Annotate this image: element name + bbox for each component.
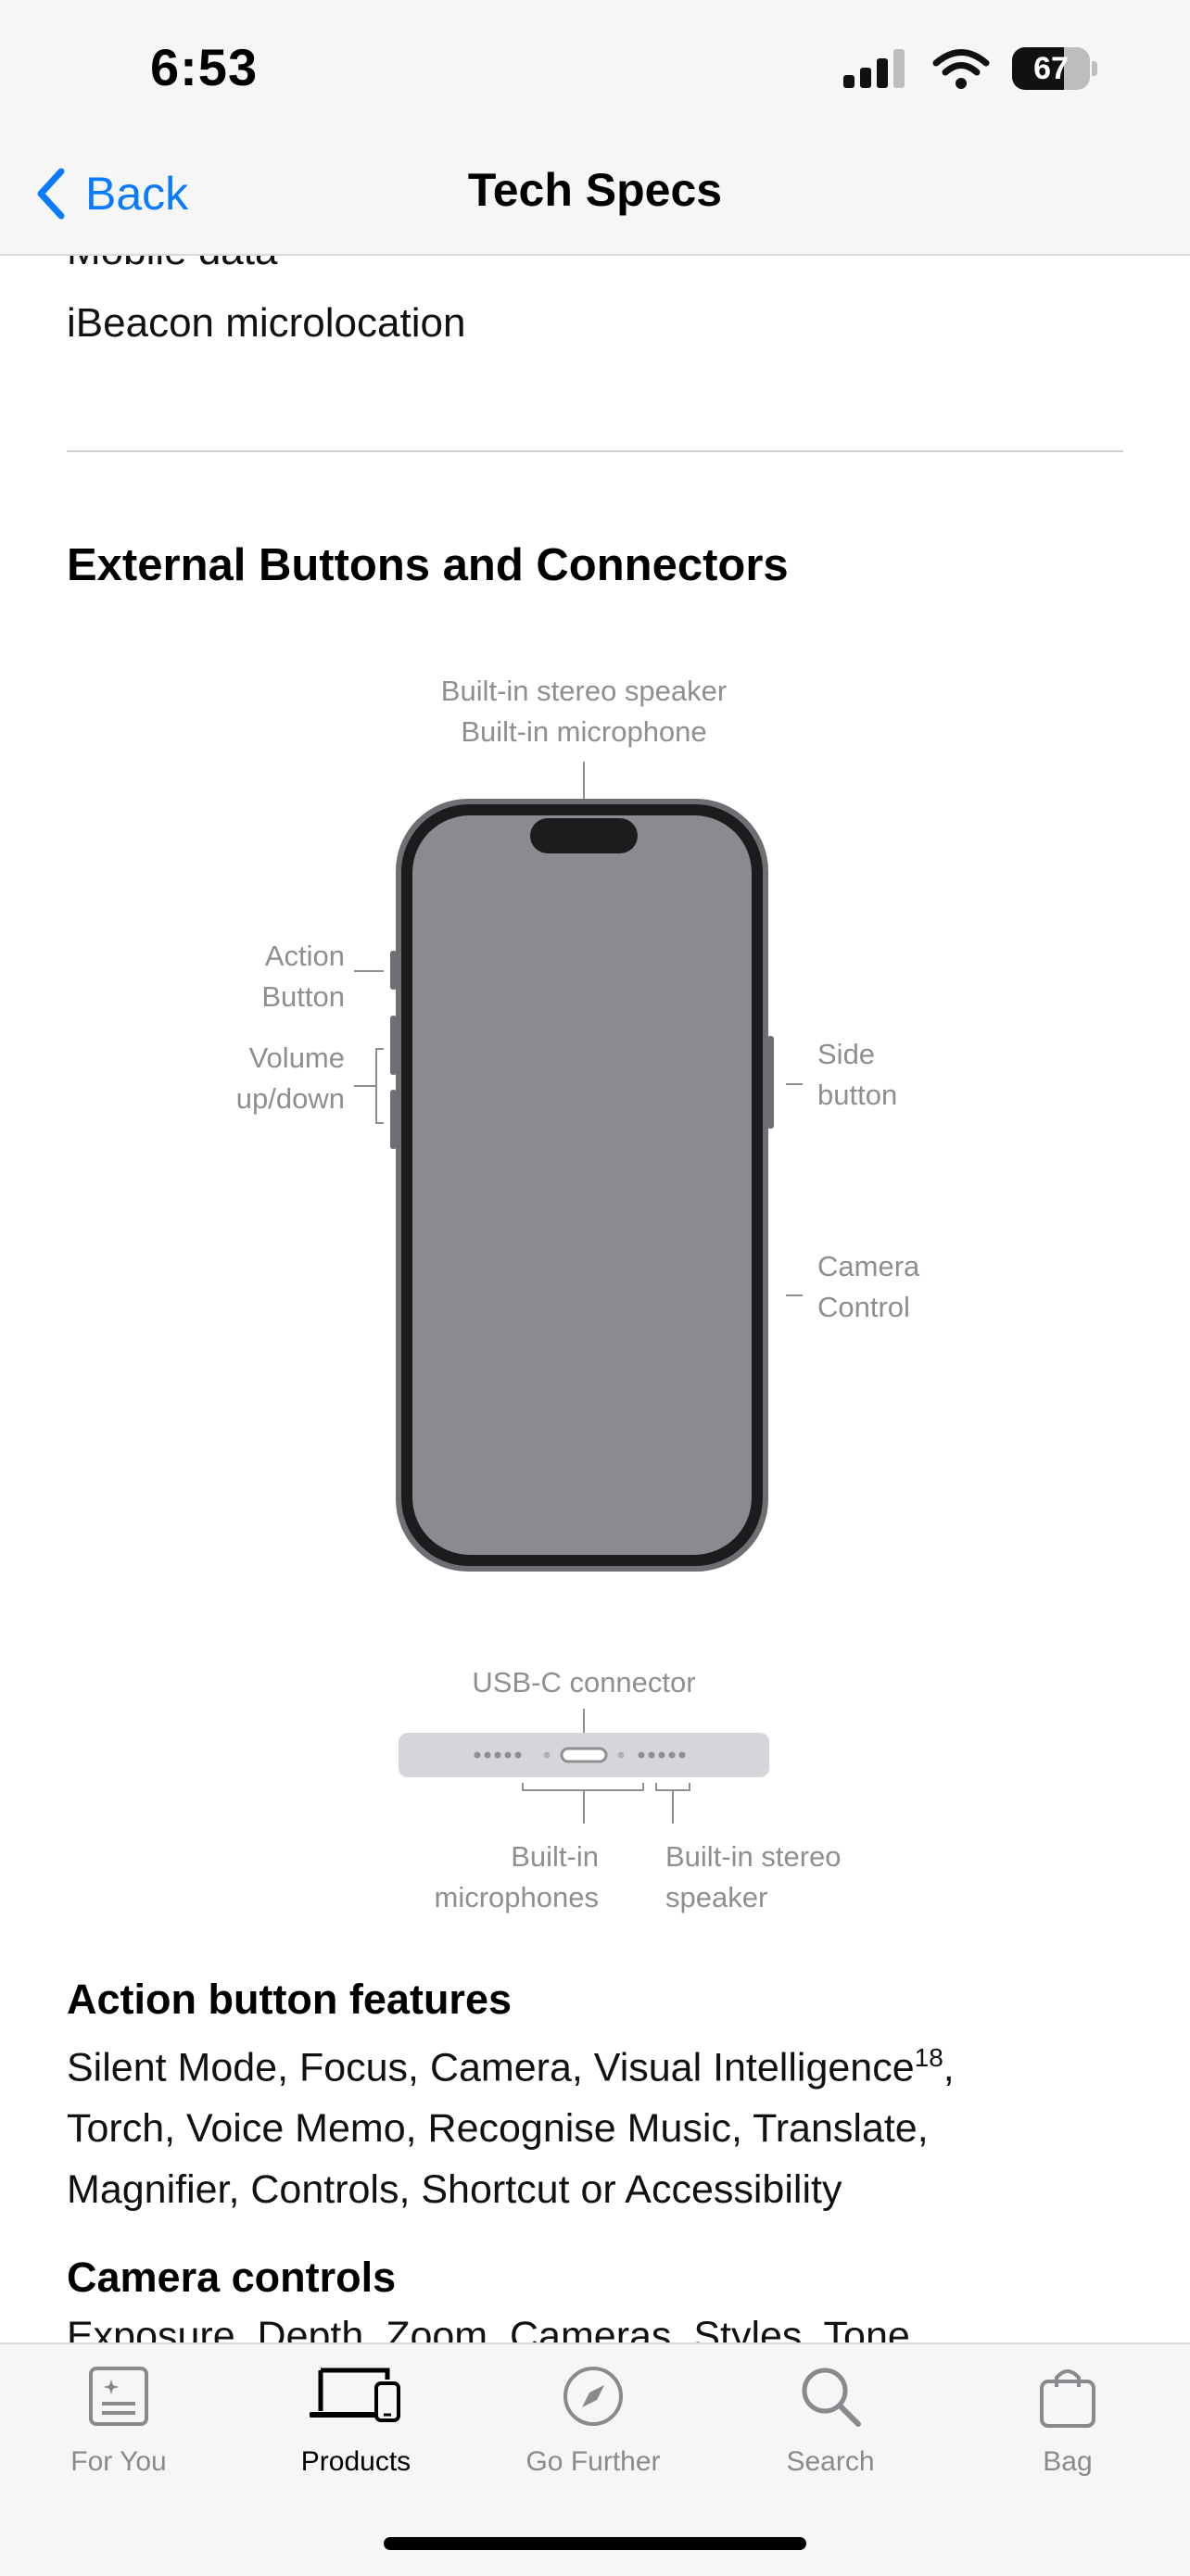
stereo-speaker-label-2: speaker	[665, 1881, 767, 1913]
camera-control-label-2: Control	[817, 1291, 910, 1323]
action-button-features-text: Silent Mode, Focus, Camera, Visual Intel…	[67, 2043, 955, 2213]
compass-icon	[563, 2367, 623, 2426]
volume-label-2: up/down	[236, 1082, 345, 1115]
tech-specs-content[interactable]: Mobile data iBeacon microlocation Extern…	[0, 256, 1190, 2342]
microphones-label-2: microphones	[435, 1881, 599, 1913]
tab-bag-label: Bag	[1043, 2446, 1093, 2477]
products-icon	[310, 2368, 400, 2422]
wifi-icon	[932, 49, 990, 89]
tab-for-you-label: For You	[70, 2446, 167, 2477]
tab-bag[interactable]: Bag	[949, 2344, 1186, 2483]
speaker-mic-label-1: Built-in stereo speaker	[441, 675, 727, 707]
usbc-label: USB-C connector	[472, 1666, 695, 1698]
back-button[interactable]: Back	[33, 161, 188, 226]
battery-percent: 67	[1033, 51, 1069, 86]
search-icon	[802, 2368, 861, 2427]
iphone-front-illustration	[390, 799, 774, 1572]
status-time: 6:53	[150, 38, 259, 96]
bag-icon	[1040, 2369, 1095, 2428]
volume-label-1: Volume	[249, 1042, 345, 1074]
tab-search[interactable]: Search	[712, 2344, 949, 2483]
page-title: Tech Specs	[467, 164, 723, 216]
ibeacon-text: iBeacon microlocation	[67, 300, 466, 346]
tab-products[interactable]: Products	[237, 2344, 475, 2483]
camera-controls-text: Exposure, Depth, Zoom, Cameras, Styles, …	[67, 2314, 910, 2342]
action-button-label-2: Button	[261, 980, 345, 1013]
buttons-connectors-diagram: Built-in stereo speaker Built-in microph…	[236, 675, 920, 1913]
speaker-mic-label-2: Built-in microphone	[461, 715, 706, 748]
cellular-signal-icon	[843, 49, 905, 88]
action-button-features-heading: Action button features	[67, 1976, 512, 2023]
navigation-bar: Back Tech Specs	[0, 139, 1190, 256]
chevron-left-icon	[37, 168, 65, 220]
iphone-bottom-illustration	[399, 1733, 769, 1777]
stereo-speaker-label-1: Built-in stereo	[665, 1840, 842, 1873]
for-you-icon	[89, 2367, 148, 2426]
microphones-label-1: Built-in	[511, 1840, 599, 1873]
action-button-label-1: Action	[265, 940, 345, 972]
home-indicator[interactable]	[384, 2537, 806, 2550]
tab-for-you[interactable]: For You	[0, 2344, 237, 2483]
status-bar: 6:53 67	[0, 0, 1190, 139]
section-title: External Buttons and Connectors	[67, 540, 789, 590]
side-button-label-2: button	[817, 1079, 897, 1111]
camera-controls-heading: Camera controls	[67, 2254, 397, 2301]
battery-icon: 67	[1012, 47, 1097, 90]
camera-control-label-1: Camera	[817, 1250, 920, 1282]
tab-go-further[interactable]: Go Further	[475, 2344, 712, 2483]
mobile-data-text: Mobile data	[67, 256, 277, 274]
tab-search-label: Search	[786, 2446, 875, 2477]
tab-go-further-label: Go Further	[525, 2446, 661, 2477]
section-divider	[67, 450, 1123, 452]
back-button-label: Back	[85, 168, 189, 220]
tab-products-label: Products	[300, 2446, 411, 2477]
side-button-label-1: Side	[817, 1038, 875, 1070]
status-icons: 67	[843, 43, 1097, 95]
